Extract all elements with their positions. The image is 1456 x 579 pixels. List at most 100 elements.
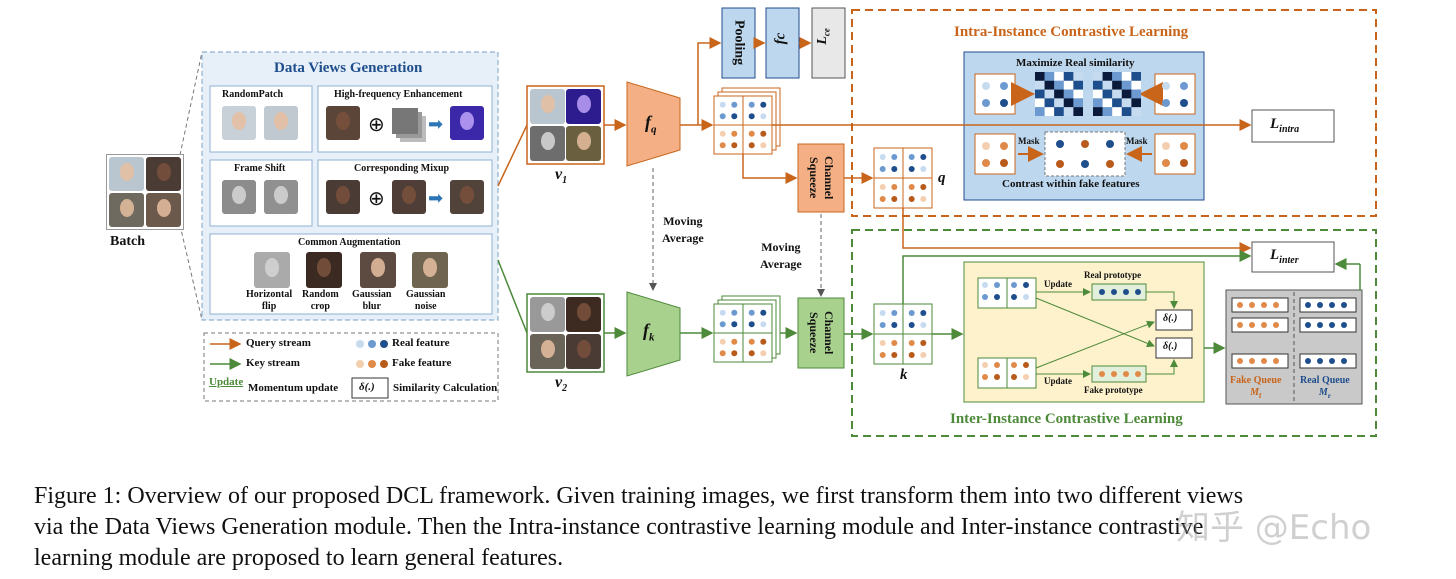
feature-dot [982,142,990,150]
feature-dot [1305,322,1311,328]
heatmap-cell [1035,72,1045,81]
heatmap-cell [1054,72,1064,81]
heatmap-cell [1073,80,1083,90]
randompatch-thumb [222,106,256,140]
v2-thumb [566,334,601,369]
feature-dot [719,142,726,149]
feature-dot [1237,302,1243,308]
arrow-right-icon: ➡ [428,188,444,208]
feature-dot [748,101,755,108]
heatmap-cell [1112,89,1122,99]
feature-dot [760,338,767,345]
aug-flip-thumb [254,252,290,288]
feature-dot [1180,82,1188,90]
heatmap-cell [1112,80,1122,90]
feature-dot [920,310,927,316]
heatmap-cell [1131,89,1141,99]
feature-dot [1305,302,1311,308]
feature-dot [1249,302,1255,308]
feature-dots [719,72,1347,380]
feature-dot [920,154,927,160]
feature-dot [1261,322,1267,328]
feature-dot [1123,289,1129,295]
feature-dot [1000,99,1008,107]
feature-dot [719,130,726,137]
feature-dot [982,99,990,107]
feature-dot [1180,99,1188,107]
similarity-op-1: δ(.) [1163,313,1178,324]
heatmap-cell [1121,72,1132,81]
heatmap-cell [1121,98,1132,108]
feature-dot [1329,322,1335,328]
v1-thumb [566,126,601,161]
heatmap-cell [1131,80,1141,90]
v2-thumb [566,297,601,332]
plus-icon: ⊕ [368,114,385,136]
feature-dot [891,310,898,316]
heatmap-cell [1102,89,1113,99]
feature-dot [748,130,755,137]
feature-dot [920,196,927,202]
frameshift-label: Frame Shift [234,163,286,174]
feature-dot [908,310,915,316]
mixup-label: Corresponding Mixup [354,163,450,174]
heatmap-cell [1044,72,1055,81]
feature-dot [1237,358,1243,364]
v1-thumb [530,126,565,161]
feature-dot [1317,322,1323,328]
fake-prototype-label: Fake prototype [1084,385,1143,395]
feature-dot [879,166,886,172]
feature-dot [748,309,755,316]
v2-thumb [530,334,565,369]
legend-real: Real feature [392,337,450,349]
inter-title: Inter-Instance Contrastive Learning [950,411,1183,427]
feature-dot [1106,160,1114,168]
feature-dot [1011,374,1017,380]
heatmap-cell [1044,107,1055,116]
feature-dot [1341,358,1347,364]
feature-dot [1111,289,1117,295]
feature-dot [1056,140,1064,148]
fc-block-label: fc [772,32,789,45]
heatmap-cell [1044,80,1055,90]
feature-dot [1023,294,1029,300]
feature-dot [1081,140,1089,148]
heatmap-cell [1121,80,1132,90]
heatmap-cell [1131,98,1141,108]
batch-label: Batch [110,234,145,249]
channel-squeeze-k: Channel Squeeze [807,311,836,355]
feature-dot [760,113,767,120]
feature-dot [982,294,988,300]
heatmap-cell [1073,72,1083,81]
heatmap-cell [1035,80,1045,90]
feature-dot [1305,358,1311,364]
feature-dot [1023,362,1029,368]
heatmap-cell [1044,98,1055,108]
feature-dot [879,310,886,316]
feature-dot [908,322,915,328]
feature-dot [891,352,898,358]
feature-dot [748,142,755,149]
feature-dot [908,196,915,202]
mask-label-right: Mask [1126,136,1148,146]
feature-dot [760,101,767,108]
feature-dot [1099,371,1105,377]
heatmap-cell [1093,72,1103,81]
feature-dot [891,196,898,202]
feature-dot [719,113,726,120]
feature-dot [920,352,927,358]
feature-dot [1162,142,1170,150]
feature-dot [994,374,1000,380]
feature-dot [920,340,927,346]
feature-dot [982,282,988,288]
feature-dot [1135,371,1141,377]
heatmap-cell [1073,107,1083,116]
heatmap-cell [1063,107,1074,116]
legend-momentum: Momentum update [248,382,339,394]
caption-line-2: via the Data Views Generation module. Th… [34,514,1204,540]
feature-dot [908,184,915,190]
feature-dot [731,130,738,137]
